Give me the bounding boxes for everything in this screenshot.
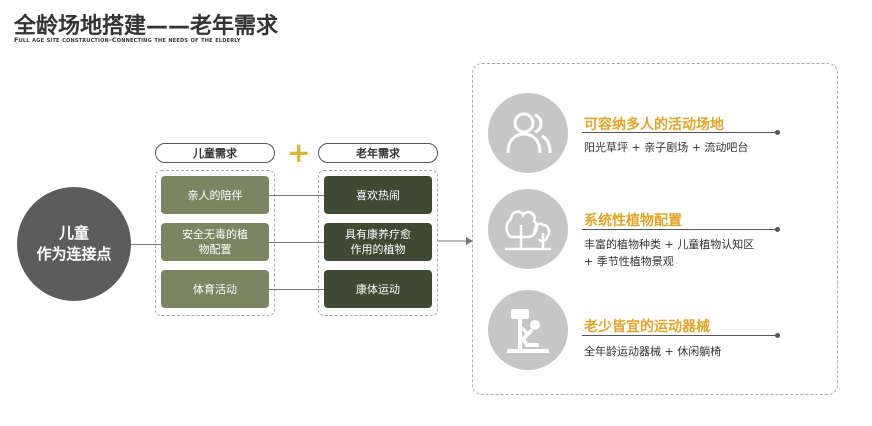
page-subtitle: Full age site construction-Connecting th…	[14, 36, 241, 44]
child-needs-header: 儿童需求	[155, 143, 275, 163]
feature-2-desc-2: + 季节性植物景观	[584, 255, 674, 268]
feature-2-icon-bg	[488, 189, 568, 269]
trees-icon	[505, 210, 551, 251]
feature-1-dot	[775, 130, 780, 135]
feature-1-desc-1: 阳光草坪 + 亲子剧场 + 流动吧台	[584, 141, 749, 154]
feature-3-underline	[582, 335, 778, 336]
feature-3-dot	[775, 333, 780, 338]
exercise-icon	[507, 309, 549, 353]
center-node: 儿童 作为连接点	[17, 187, 131, 301]
people-icon	[506, 112, 552, 154]
feature-2-desc-1: 丰富的植物种类 + 儿童植物认知区	[584, 238, 755, 251]
feature-2-underline	[582, 229, 778, 230]
feature-2-dot	[775, 227, 780, 232]
arrow-right-icon	[438, 237, 473, 245]
connector-row-2	[269, 242, 324, 243]
connector-row-3	[269, 289, 324, 290]
elder-need-2: 具有康养疗愈 作用的植物	[324, 223, 432, 261]
feature-1-title: 可容纳多人的活动场地	[584, 117, 724, 133]
elder-need-3: 康体运动	[324, 270, 432, 308]
features-panel	[472, 63, 838, 395]
child-needs-group	[155, 170, 275, 316]
child-need-2: 安全无毒的植 物配置	[161, 223, 269, 261]
plus-icon: +	[287, 136, 311, 169]
connector-row-1	[269, 195, 324, 196]
center-node-line1: 儿童	[58, 224, 89, 242]
feature-1-icon-bg	[488, 93, 568, 173]
page-title: 全龄场地搭建——老年需求	[14, 14, 279, 39]
feature-3-icon-bg	[488, 290, 568, 370]
feature-2-title: 系统性植物配置	[584, 213, 682, 229]
elder-need-1: 喜欢热闹	[324, 176, 432, 214]
feature-1-underline	[582, 132, 778, 133]
feature-3-desc-1: 全年龄运动器械 + 休闲躺椅	[584, 345, 722, 358]
child-need-3: 体育活动	[161, 270, 269, 308]
center-node-line2: 作为连接点	[36, 245, 112, 263]
connector-circle-to-child	[131, 244, 161, 245]
child-need-1: 亲人的陪伴	[161, 176, 269, 214]
feature-3-title: 老少皆宜的运动器械	[584, 319, 710, 335]
elder-needs-header: 老年需求	[318, 143, 438, 163]
elder-needs-group	[318, 170, 438, 316]
